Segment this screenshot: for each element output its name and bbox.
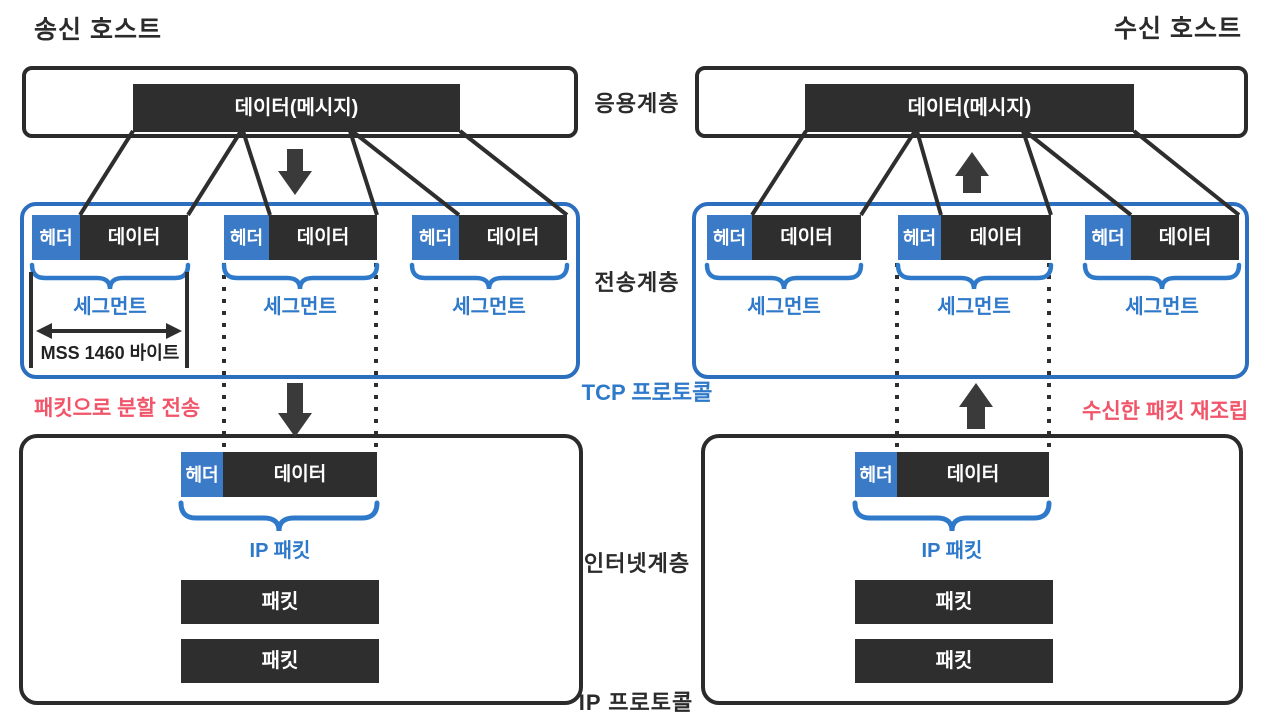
ip-data-box: 데이터 <box>897 452 1049 497</box>
receiver-message-box: 데이터(메시지) <box>805 84 1134 132</box>
segment-header-box: 헤더 <box>707 215 752 260</box>
ip-header-box: 헤더 <box>181 452 223 497</box>
segment-data-box: 데이터 <box>752 215 861 260</box>
transport-layer-label: 전송계층 <box>594 270 680 295</box>
ip-header-box: 헤더 <box>855 452 897 497</box>
segment-header-box: 헤더 <box>224 215 269 260</box>
segment-braces <box>29 262 1242 290</box>
application-layer-label: 응용계층 <box>594 91 680 116</box>
segment-data-box: 데이터 <box>941 215 1051 260</box>
ip-packet-label: IP 패킷 <box>249 540 311 562</box>
packet-box: 패킷 <box>181 639 379 683</box>
segment-data-box: 데이터 <box>80 215 188 260</box>
sender-message-box: 데이터(메시지) <box>133 84 460 132</box>
ip-data-box: 데이터 <box>223 452 377 497</box>
mss-size-label: MSS 1460 바이트 <box>40 343 180 363</box>
segment-trace-dotted-lines <box>222 263 1051 450</box>
sender-host-title: 송신 호스트 <box>34 16 162 44</box>
receiver-host-title: 수신 호스트 <box>1114 15 1242 43</box>
segment-data-box: 데이터 <box>459 215 567 260</box>
segment-label: 세그먼트 <box>937 296 1011 318</box>
packet-box: 패킷 <box>855 639 1053 683</box>
up-arrow-internet-to-transport <box>959 383 993 429</box>
packet-box: 패킷 <box>181 580 379 624</box>
internet-layer-label: 인터넷계층 <box>583 551 691 576</box>
segment-header-box: 헤더 <box>412 215 459 260</box>
ip-protocol-label: IP 프로토콜 <box>578 690 694 715</box>
segment-label: 세그먼트 <box>73 296 147 318</box>
segment-label: 세그먼트 <box>1125 296 1199 318</box>
receive-reassemble-annotation: 수신한 패킷 재조립 <box>1082 400 1249 423</box>
ip-packet-braces <box>178 500 1052 532</box>
sender-split-lines <box>78 129 569 217</box>
segment-header-box: 헤더 <box>1085 215 1131 260</box>
segment-data-box: 데이터 <box>269 215 377 260</box>
tcp-protocol-label: TCP 프로토콜 <box>581 380 713 405</box>
up-arrow-transport-to-app <box>955 152 989 193</box>
packet-box: 패킷 <box>855 580 1053 624</box>
segment-label: 세그먼트 <box>263 296 337 318</box>
ip-packet-label: IP 패킷 <box>921 540 983 562</box>
segment-label: 세그먼트 <box>452 296 526 318</box>
segment-header-box: 헤더 <box>898 215 941 260</box>
mss-measure <box>29 272 189 368</box>
receiver-merge-lines <box>750 129 1241 217</box>
down-arrow-app-to-transport <box>278 149 312 195</box>
segment-label: 세그먼트 <box>747 296 821 318</box>
down-arrow-transport-to-internet <box>278 383 312 437</box>
segment-header-box: 헤더 <box>32 215 80 260</box>
segment-data-box: 데이터 <box>1131 215 1239 260</box>
send-split-annotation: 패킷으로 분할 전송 <box>34 397 201 420</box>
